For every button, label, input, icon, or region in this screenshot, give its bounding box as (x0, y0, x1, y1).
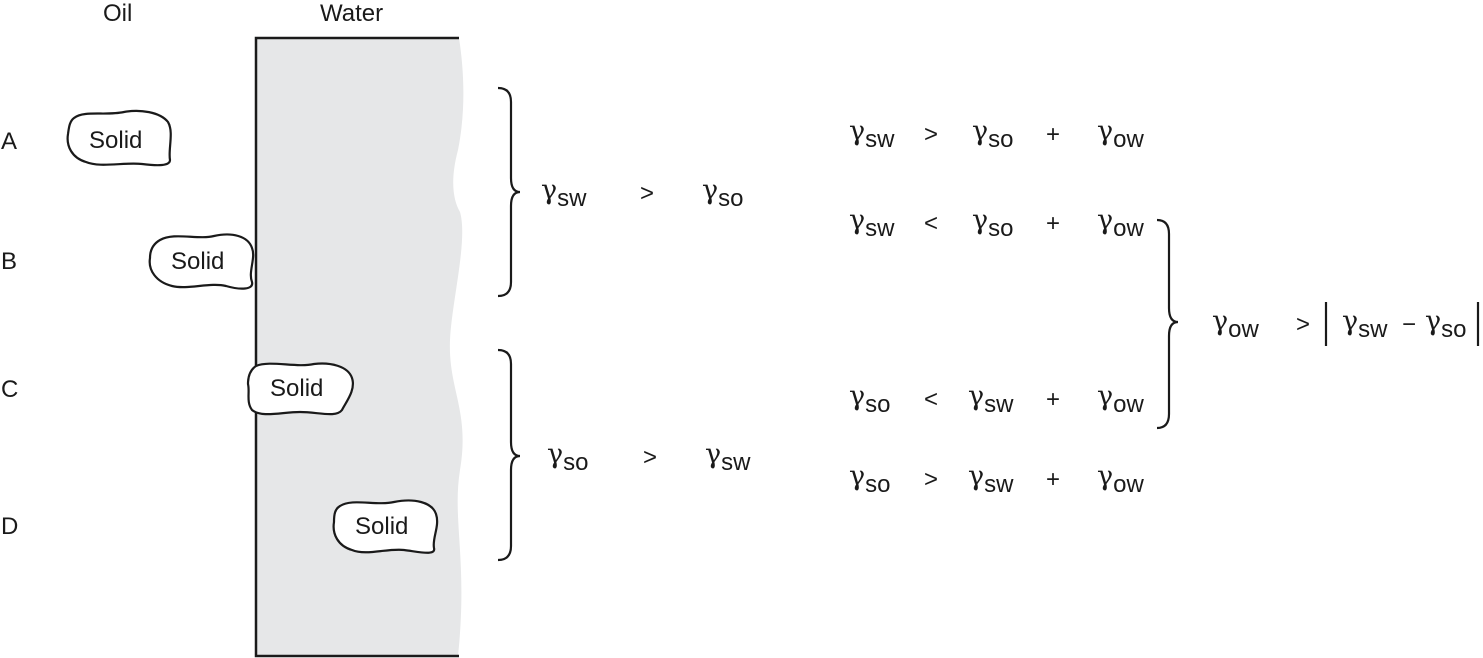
eq2-term-a: γsw (849, 205, 895, 243)
eq4-term-c: γow (1097, 461, 1144, 499)
row-label-b: B (1, 248, 18, 275)
solid-label-d: Solid (355, 513, 409, 540)
middle-upper-op: > (640, 180, 655, 207)
middle-lower-rhs: γsw (705, 439, 751, 477)
row-label-c: C (1, 376, 19, 403)
eq2-term-b: γso (972, 205, 1014, 243)
result-term-a: γow (1212, 306, 1259, 344)
eq3-term-a: γso (849, 381, 891, 419)
brace-conditions (1156, 218, 1179, 430)
eq3-op2: + (1046, 386, 1061, 413)
solid-particle-b (148, 233, 255, 290)
solid-particle-c (246, 362, 354, 416)
brace-ab (497, 86, 521, 298)
solid-particle-d (332, 499, 439, 554)
eq1-term-a: γsw (849, 116, 895, 154)
row-label-a: A (1, 128, 18, 155)
eq3-term-b: γsw (968, 381, 1014, 419)
solid-label-b: Solid (171, 248, 225, 275)
eq4-term-b: γsw (968, 461, 1014, 499)
middle-lower-lhs: γso (547, 439, 589, 477)
eq4-op1: > (924, 466, 939, 493)
eq2-op1: < (924, 210, 939, 237)
result-term-b: γsw (1342, 306, 1388, 344)
eq4-term-a: γso (849, 461, 891, 499)
solid-particle-a (66, 109, 172, 167)
result-minus: − (1402, 311, 1417, 338)
middle-upper-rhs: γso (702, 175, 744, 213)
result-op: > (1296, 311, 1311, 338)
water-boundary-line (254, 36, 459, 658)
eq1-term-b: γso (972, 116, 1014, 154)
eq1-term-c: γow (1097, 116, 1144, 154)
middle-lower-op: > (643, 444, 658, 471)
water-label: Water (320, 0, 384, 27)
eq3-term-c: γow (1097, 381, 1144, 419)
result-term-c: γso (1425, 306, 1467, 344)
middle-upper-lhs: γsw (541, 175, 587, 213)
solid-label-a: Solid (89, 127, 143, 154)
brace-cd (497, 348, 521, 562)
eq2-term-c: γow (1097, 205, 1144, 243)
oil-label: Oil (103, 0, 133, 27)
row-label-d: D (1, 513, 19, 540)
eq4-op2: + (1046, 466, 1061, 493)
eq1-op1: > (924, 121, 939, 148)
eq1-op2: + (1046, 121, 1061, 148)
eq2-op2: + (1046, 210, 1061, 237)
water-region (256, 38, 464, 656)
eq3-op1: < (924, 386, 939, 413)
solid-label-c: Solid (270, 375, 324, 402)
